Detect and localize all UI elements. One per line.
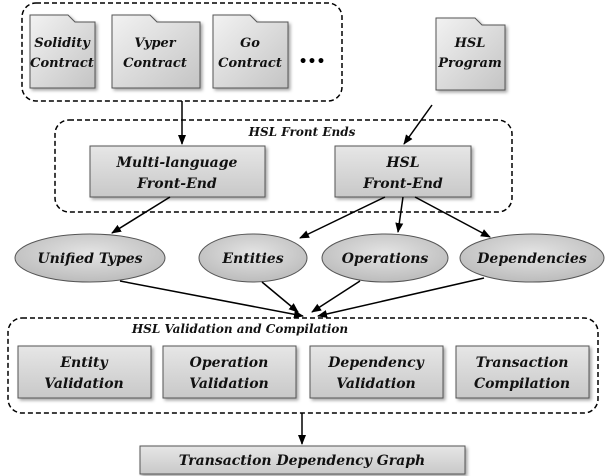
arrow-operations-to-validation (311, 280, 361, 313)
go-label: Go (240, 36, 260, 51)
dependencies-label: Dependencies (476, 251, 587, 267)
vyper-label: Vyper (134, 36, 176, 51)
transaction-compilation-label-2: Compilation (474, 376, 570, 392)
entities-node (198, 233, 308, 283)
go-contract-file (212, 14, 289, 89)
transaction-dependency-graph-label: Transaction Dependency Graph (179, 453, 425, 469)
transaction-dependency-graph-box (139, 445, 466, 475)
hsl-program-label: HSL (454, 36, 486, 51)
dependency-validation-box (309, 345, 444, 399)
hsl-front-end-label-2: Front-End (362, 176, 443, 192)
unified-types-label: Unified Types (37, 251, 142, 267)
multi-language-label-2: Front-End (136, 176, 217, 192)
entity-validation-box (17, 345, 152, 399)
vyper-label-2: Contract (123, 56, 187, 71)
front-ends-title: HSL Front Ends (248, 125, 356, 139)
multi-language-front-end-box (89, 145, 266, 198)
hsl-program-file (435, 17, 506, 91)
arrow-multilang-to-unifiedtypes (111, 196, 171, 234)
more-languages-ellipsis: ••• (299, 54, 326, 70)
dependencies-node (459, 233, 605, 283)
solidity-contract-file (29, 14, 96, 89)
operations-label: Operations (342, 251, 429, 267)
multi-language-label: Multi-language (116, 155, 238, 171)
arrow-dependencies-to-validation (317, 277, 485, 318)
go-label-2: Contract (218, 56, 282, 71)
entity-validation-label: Entity (59, 355, 108, 371)
operation-validation-label: Operation (190, 355, 269, 371)
validation-title: HSL Validation and Compilation (131, 322, 348, 336)
arrow-hslfrontend-to-entities (299, 196, 386, 239)
arrow-hslfrontend-to-operations (395, 196, 404, 233)
dependency-validation-label-2: Validation (336, 376, 415, 392)
dependency-validation-label: Dependency (327, 355, 424, 371)
solidity-label-2: Contract (30, 56, 94, 71)
operation-validation-box (162, 345, 297, 399)
operations-node (321, 233, 449, 283)
entity-validation-label-2: Validation (44, 376, 123, 392)
arrow-unifiedtypes-to-validation (119, 280, 304, 319)
entities-label: Entities (221, 251, 283, 267)
source-contracts-group (21, 2, 343, 102)
vyper-contract-file (111, 14, 201, 89)
operation-validation-label-2: Validation (189, 376, 268, 392)
transaction-compilation-label: Transaction (476, 355, 569, 371)
arrow-hslfrontend-to-dependencies (414, 196, 491, 238)
unified-types-node (14, 233, 166, 283)
hsl-front-end-label: HSL (385, 155, 419, 171)
arrow-hslprogram-to-hslfrontend (403, 104, 433, 145)
hsl-program-label-2: Program (437, 56, 501, 71)
solidity-label: Solidity (34, 36, 91, 51)
arrow-entities-to-validation (261, 281, 299, 313)
front-ends-group (54, 119, 513, 213)
transaction-compilation-box (455, 345, 590, 399)
